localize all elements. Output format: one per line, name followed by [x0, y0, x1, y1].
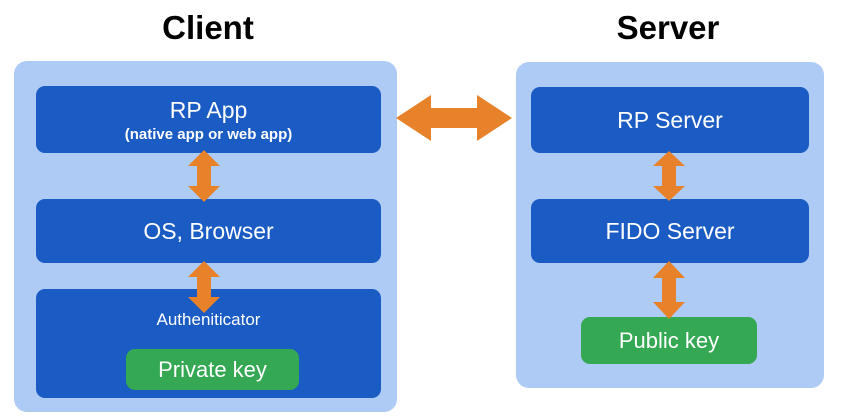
node-authenticator-title: Autheniticator	[156, 310, 261, 329]
node-rp-app-subtitle: (native app or web app)	[124, 125, 293, 143]
node-rp-server[interactable]: RP Server	[531, 87, 809, 153]
public-key-label: Public key	[618, 327, 720, 353]
node-rp-server-title: RP Server	[617, 107, 723, 133]
double-arrow-vertical-icon-rp-server-fido-server	[652, 151, 686, 201]
double-arrow-vertical-icon-os-browser-authenticator	[187, 261, 221, 313]
node-fido-server-title: FIDO Server	[605, 218, 735, 244]
double-arrow-vertical-icon-fido-server-public-key	[652, 261, 686, 319]
node-rp-app[interactable]: RP App (native app or web app)	[36, 86, 381, 153]
double-arrow-horizontal-icon-client-server	[396, 94, 512, 142]
double-arrow-vertical-icon-rp-app-os-browser	[187, 150, 221, 202]
private-key-label: Private key	[158, 356, 267, 382]
node-rp-app-title: RP App	[169, 96, 248, 123]
page-title-client: Client	[162, 9, 254, 46]
node-os-browser[interactable]: OS, Browser	[36, 199, 381, 263]
page-title-server: Server	[616, 9, 720, 46]
node-os-browser-title: OS, Browser	[143, 218, 274, 244]
private-key-badge[interactable]: Private key	[126, 349, 299, 390]
node-fido-server[interactable]: FIDO Server	[531, 199, 809, 263]
public-key-badge[interactable]: Public key	[581, 317, 757, 364]
